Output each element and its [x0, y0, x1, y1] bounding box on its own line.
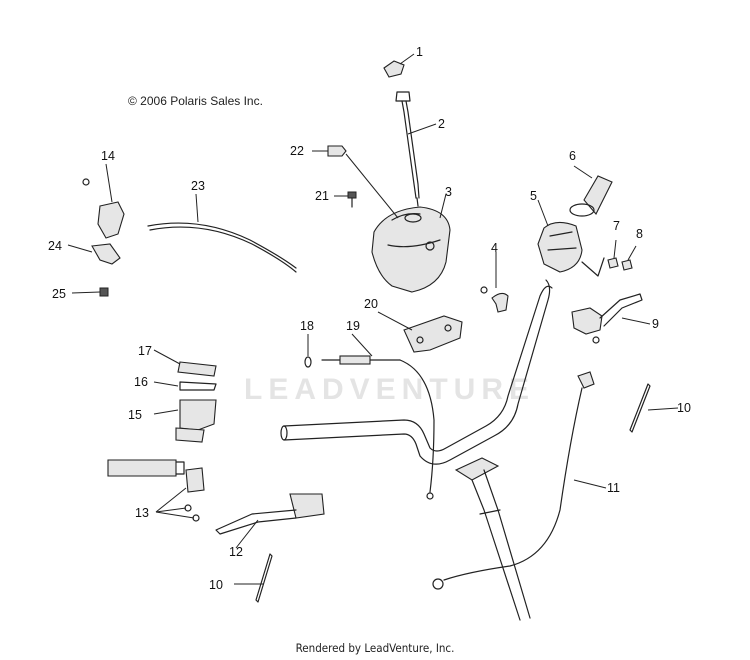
callout-20: 20	[364, 297, 378, 311]
callout-5: 5	[530, 189, 537, 203]
part-8-nut	[621, 259, 633, 271]
part-18-fitting	[304, 356, 312, 368]
callout-10-right: 10	[677, 401, 691, 415]
callout-23: 23	[191, 179, 205, 193]
part-22-clamp	[327, 145, 347, 157]
part-3-reservoir	[371, 206, 451, 293]
callout-7: 7	[613, 219, 620, 233]
part-20-mount-bracket	[403, 315, 463, 353]
callout-18: 18	[300, 319, 314, 333]
callout-21: 21	[315, 189, 329, 203]
part-23-wire	[147, 222, 297, 273]
part-6-grip	[569, 175, 613, 217]
leader-lines	[67, 53, 679, 585]
part-16-gasket	[179, 381, 217, 391]
left-grip	[107, 459, 185, 477]
callout-16: 16	[134, 375, 148, 389]
watermark-text: LEADVENTURE	[244, 373, 536, 406]
callout-24: 24	[48, 239, 62, 253]
callout-10-bottom: 10	[209, 578, 223, 592]
callout-9: 9	[652, 317, 659, 331]
callout-3: 3	[445, 185, 452, 199]
part-14-switch-clamp	[82, 178, 125, 239]
part-2-dipstick	[395, 91, 420, 207]
part-17-cover	[177, 361, 217, 377]
callout-6: 6	[569, 149, 576, 163]
part-9-brake-lever	[571, 293, 643, 344]
callout-4: 4	[491, 241, 498, 255]
part-15-master-cylinder	[175, 399, 217, 443]
callout-19: 19	[346, 319, 360, 333]
part-11-brake-cable	[432, 371, 595, 590]
part-25-screw	[99, 287, 109, 297]
part-5-throttle-housing	[537, 221, 605, 277]
callout-14: 14	[101, 149, 115, 163]
part-21-screw	[347, 191, 357, 208]
callout-8: 8	[636, 227, 643, 241]
part-4-bracket	[480, 286, 509, 313]
callout-11: 11	[607, 481, 620, 495]
footer-text: Rendered by LeadVenture, Inc.	[295, 641, 455, 655]
callout-15: 15	[128, 408, 142, 422]
callout-25: 25	[52, 287, 66, 301]
handlebar	[280, 279, 553, 465]
part-10-cable-tie-right	[629, 383, 651, 433]
callout-12: 12	[229, 545, 243, 559]
callout-22: 22	[290, 144, 304, 158]
callout-1: 1	[416, 45, 423, 59]
callout-17: 17	[138, 344, 152, 358]
part-7-nut	[607, 257, 619, 269]
part-13-hardware	[184, 467, 205, 522]
part-10-cable-tie-bottom	[255, 553, 273, 603]
steering-post	[454, 457, 531, 621]
part-19-clutch-cable	[321, 355, 435, 500]
copyright-text: © 2006 Polaris Sales Inc.	[128, 94, 263, 108]
part-24-clamp	[91, 243, 121, 265]
part-1-cap	[383, 60, 405, 78]
part-12-lever-assembly	[215, 493, 325, 535]
callout-2: 2	[438, 117, 445, 131]
callout-13: 13	[135, 506, 149, 520]
